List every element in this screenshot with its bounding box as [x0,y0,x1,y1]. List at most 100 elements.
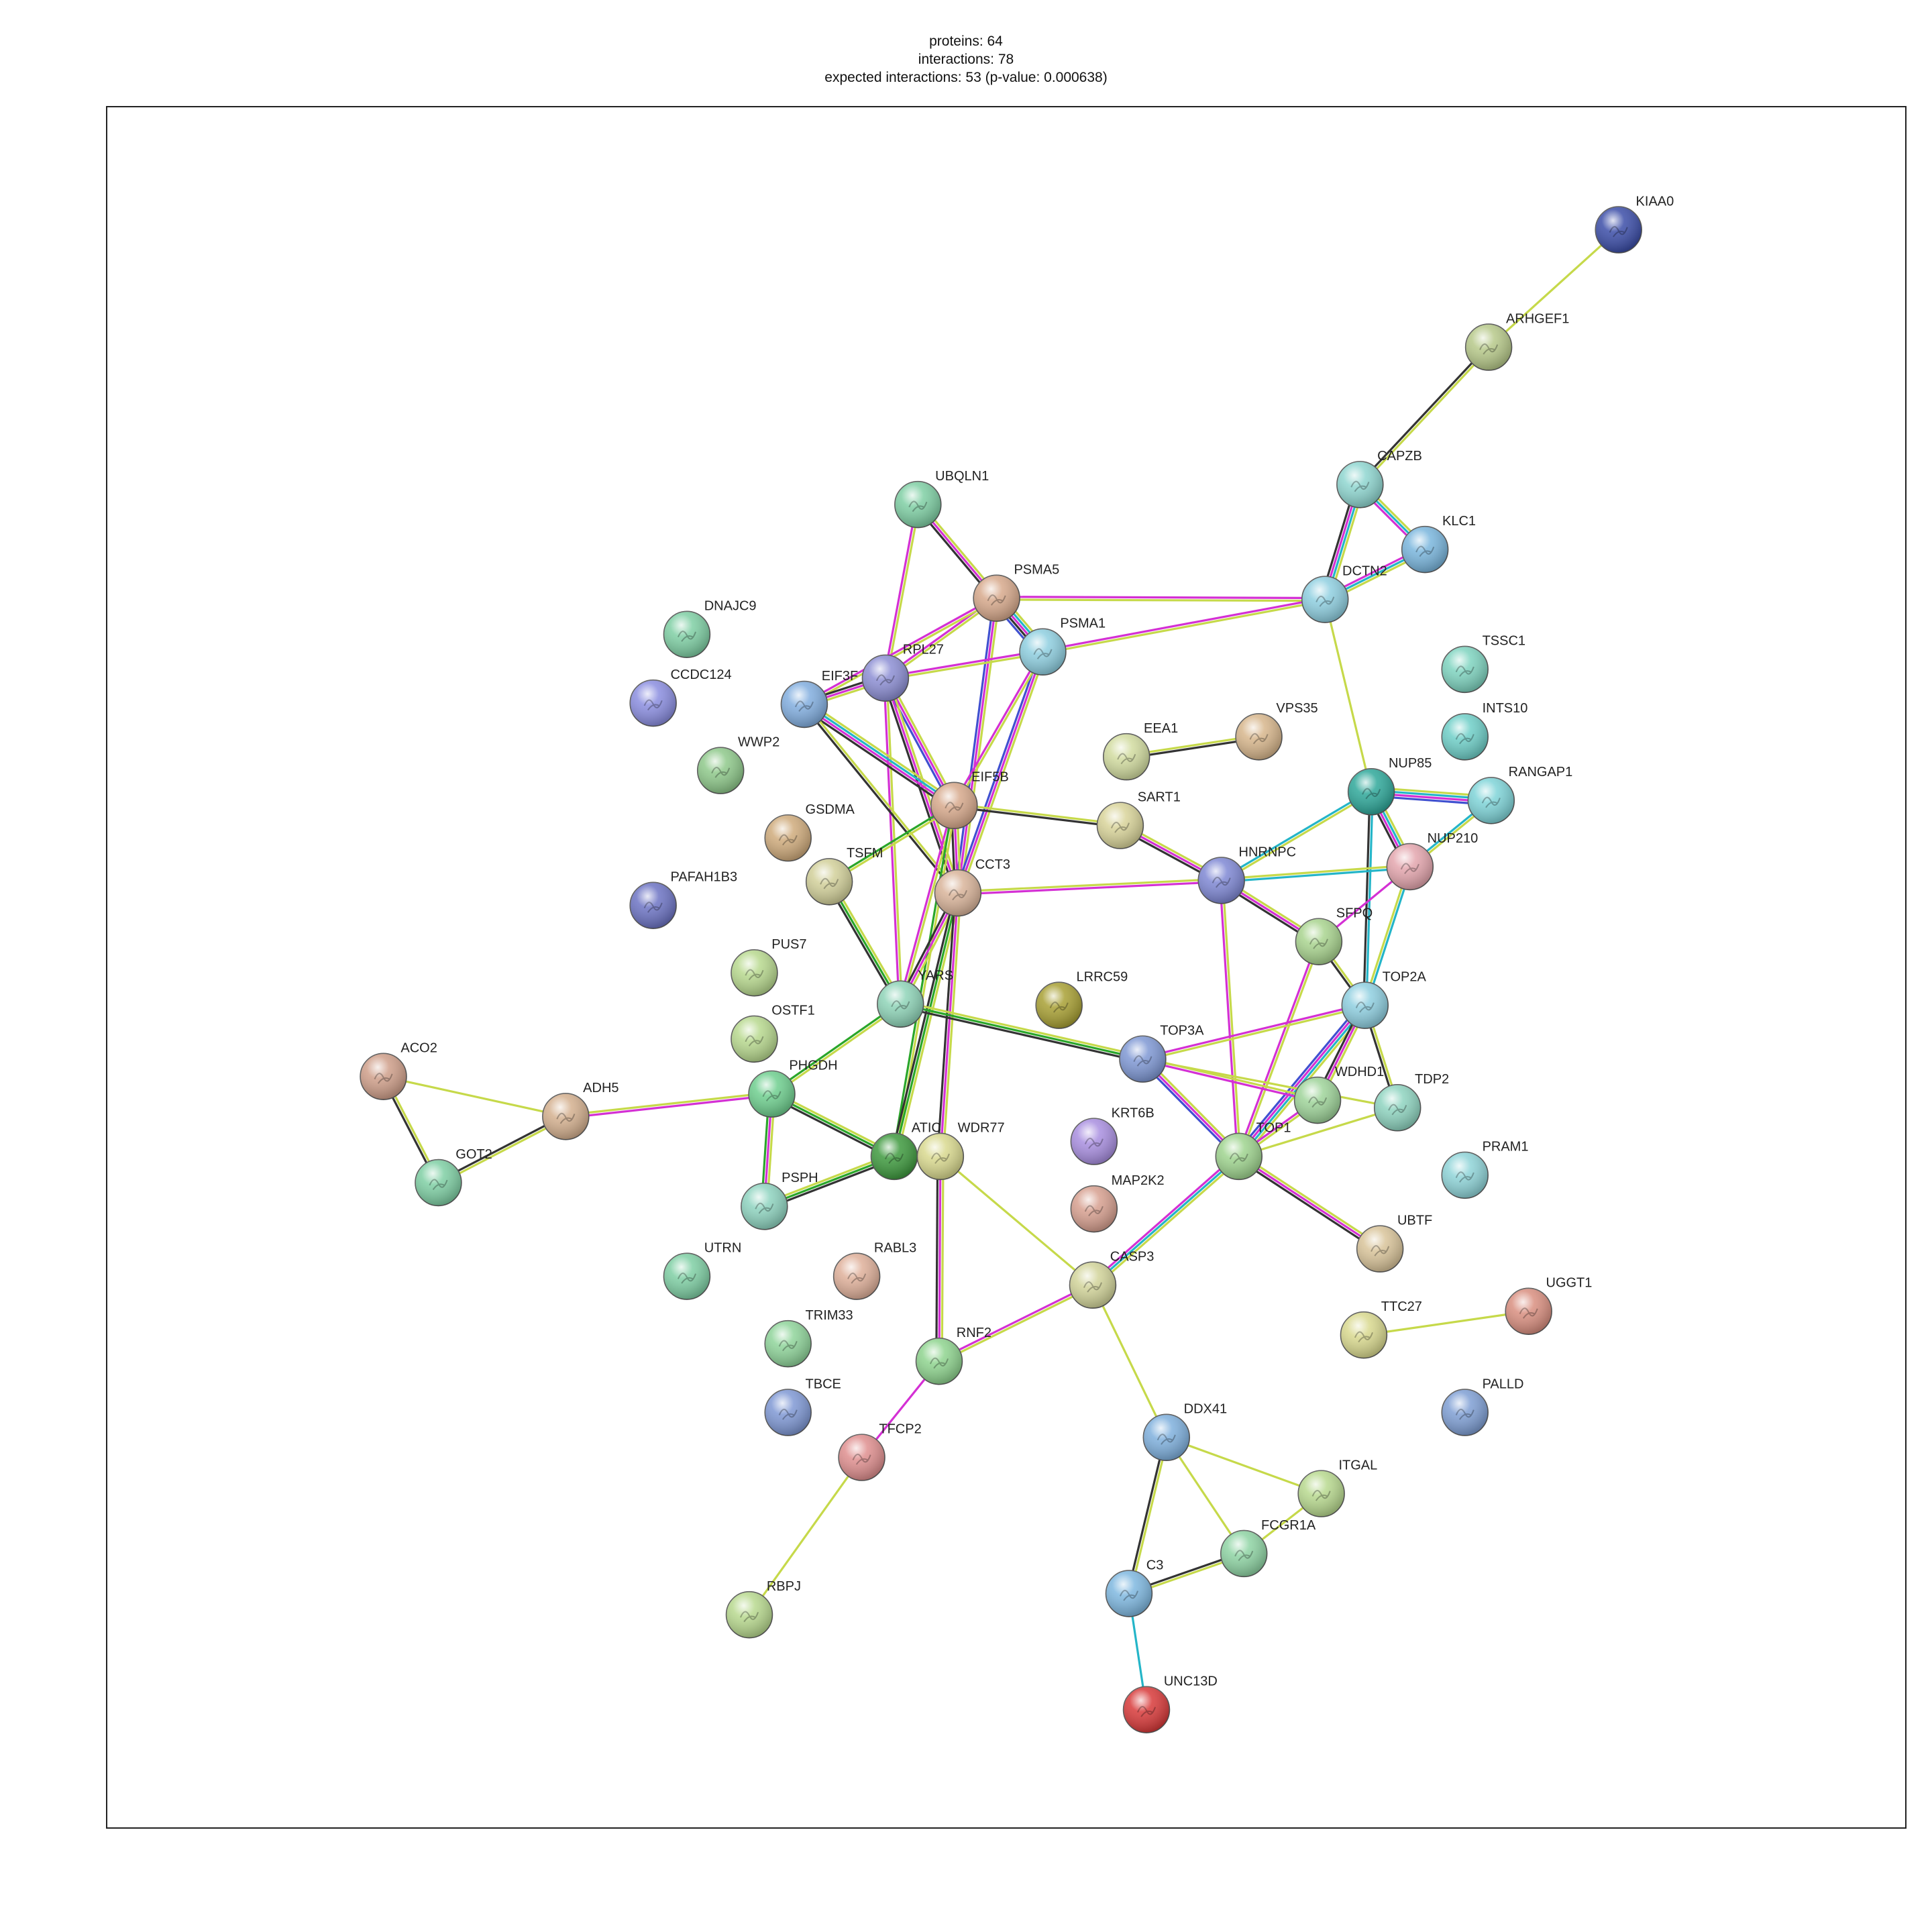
node-sart1[interactable]: SART1 [1096,790,1181,849]
node-palld[interactable]: PALLD [1441,1377,1523,1436]
edge-evidence-text-mining [565,1091,772,1116]
node-top3a[interactable]: TOP3A [1119,1024,1204,1083]
node-eif5b[interactable]: EIF5B [930,770,1009,830]
edge-evidence-text-mining [1142,1058,1398,1109]
node-itgal[interactable]: ITGAL [1297,1458,1377,1517]
node-ostf1[interactable]: OSTF1 [731,1004,815,1063]
edge-rpl27-eif5b [881,676,958,808]
node-utrn[interactable]: UTRN [663,1240,741,1300]
node-casp3[interactable]: CASP3 [1069,1249,1155,1309]
node-label: WDR77 [958,1121,1005,1136]
node-kiaa0[interactable]: KIAA0 [1595,194,1674,254]
node-label: FCGR1A [1261,1518,1316,1533]
node-aco2[interactable]: ACO2 [360,1041,437,1100]
edge-hnrnpc-top1 [1219,880,1242,1157]
bubble-gloss [663,1253,710,1300]
edge-adh5-phgdh [565,1091,772,1120]
node-wdr77[interactable]: WDR77 [916,1121,1005,1181]
node-yars[interactable]: YARS [877,969,953,1028]
protein-structure-icon [1455,733,1474,745]
edge-evidence-experiments [1238,1155,1381,1250]
node-psma5[interactable]: PSMA5 [973,563,1059,622]
protein-structure-icon [1316,596,1335,607]
node-lrrc59[interactable]: LRRC59 [1035,969,1128,1029]
node-nup85[interactable]: NUP85 [1347,756,1432,816]
node-ttc27[interactable]: TTC27 [1340,1299,1422,1359]
node-rangap1[interactable]: RANGAP1 [1467,765,1572,824]
node-sfpq[interactable]: SFPQ [1295,906,1373,965]
node-got2[interactable]: GOT2 [415,1147,492,1207]
bubble-gloss [1336,461,1383,508]
edge-evidence-text-mining [939,1155,1093,1286]
node-unc13d[interactable]: UNC13D [1122,1674,1218,1733]
node-fcgr1a[interactable]: FCGR1A [1220,1518,1316,1578]
node-label: HNRNPC [1239,845,1297,859]
bubble-gloss [1216,1133,1263,1180]
node-tbce[interactable]: TBCE [764,1377,841,1436]
node-tssc1[interactable]: TSSC1 [1441,634,1525,694]
node-label: SART1 [1138,790,1181,804]
edge-ubqln1-rpl27 [883,504,920,679]
node-ubqln1[interactable]: UBQLN1 [894,469,989,529]
node-vps35[interactable]: VPS35 [1235,701,1318,761]
protein-structure-icon [908,500,928,513]
node-krt6b[interactable]: KRT6B [1070,1106,1155,1165]
node-nup210[interactable]: NUP210 [1386,831,1478,891]
node-capzb[interactable]: CAPZB [1336,449,1422,508]
node-klc1[interactable]: KLC1 [1401,514,1476,574]
node-rnf2[interactable]: RNF2 [915,1326,992,1385]
node-gsdma[interactable]: GSDMA [764,802,855,862]
node-dnajc9[interactable]: DNAJC9 [663,599,757,658]
edge-evidence-text-mining [959,598,1001,894]
node-psma1[interactable]: PSMA1 [1019,616,1106,676]
node-ccdc124[interactable]: CCDC124 [629,667,732,727]
node-hnrnpc[interactable]: HNRNPC [1197,845,1297,904]
node-tsfm[interactable]: TSFM [805,846,883,906]
node-tdp2[interactable]: TDP2 [1373,1072,1449,1132]
node-phgdh[interactable]: PHGDH [748,1059,838,1118]
node-tfcp2[interactable]: TFCP2 [838,1421,922,1481]
protein-structure-icon [1362,788,1381,800]
edge-evidence-text-mining [896,893,962,1158]
node-c3[interactable]: C3 [1105,1558,1164,1617]
node-cct3[interactable]: CCT3 [934,857,1010,917]
node-adh5[interactable]: ADH5 [542,1081,619,1140]
bubble-gloss [1595,207,1642,253]
node-arhgef1[interactable]: ARHGEF1 [1464,311,1570,371]
node-eea1[interactable]: EEA1 [1102,721,1178,781]
bubble-gloss [973,575,1020,622]
node-pafah1b3[interactable]: PAFAH1B3 [629,870,737,929]
node-label: RNF2 [957,1326,991,1340]
protein-structure-icon [1136,1706,1157,1717]
node-pus7[interactable]: PUS7 [731,937,807,997]
edge-evidence-text-mining [939,1285,1094,1364]
node-label: RPL27 [903,643,944,657]
node-map2k2[interactable]: MAP2K2 [1070,1173,1165,1233]
bubble-gloss [1442,713,1489,760]
protein-structure-icon [778,1340,798,1352]
edge-evidence-coexpression [801,706,953,810]
node-rpl27[interactable]: RPL27 [861,643,944,702]
protein-structure-icon [1117,753,1136,765]
node-wwp2[interactable]: WWP2 [696,735,780,794]
node-ddx41[interactable]: DDX41 [1142,1402,1227,1462]
node-atic[interactable]: ATIC [870,1121,941,1181]
node-dctn2[interactable]: DCTN2 [1301,564,1387,623]
node-top1[interactable]: TOP1 [1215,1121,1291,1181]
edge-evidence-experiments [898,804,954,1004]
node-pram1[interactable]: PRAM1 [1441,1140,1528,1199]
edge-evidence-experiments [803,596,997,704]
edge-evidence-experiments [1042,596,1326,652]
node-ubtf[interactable]: UBTF [1356,1214,1432,1273]
node-trim33[interactable]: TRIM33 [764,1308,853,1368]
node-uggt1[interactable]: UGGT1 [1505,1276,1592,1335]
node-psph[interactable]: PSPH [741,1171,818,1230]
edge-top3a-tdp2 [1142,1058,1398,1109]
node-wdhd1[interactable]: WDHD1 [1293,1065,1385,1124]
node-rbpj[interactable]: RBPJ [725,1579,801,1639]
edge-nup210-top2a [1362,865,1413,1006]
node-rabl3[interactable]: RABL3 [833,1240,917,1300]
node-top2a[interactable]: TOP2A [1341,969,1427,1029]
node-eif3f[interactable]: EIF3F [780,669,858,729]
node-ints10[interactable]: INTS10 [1441,701,1527,761]
